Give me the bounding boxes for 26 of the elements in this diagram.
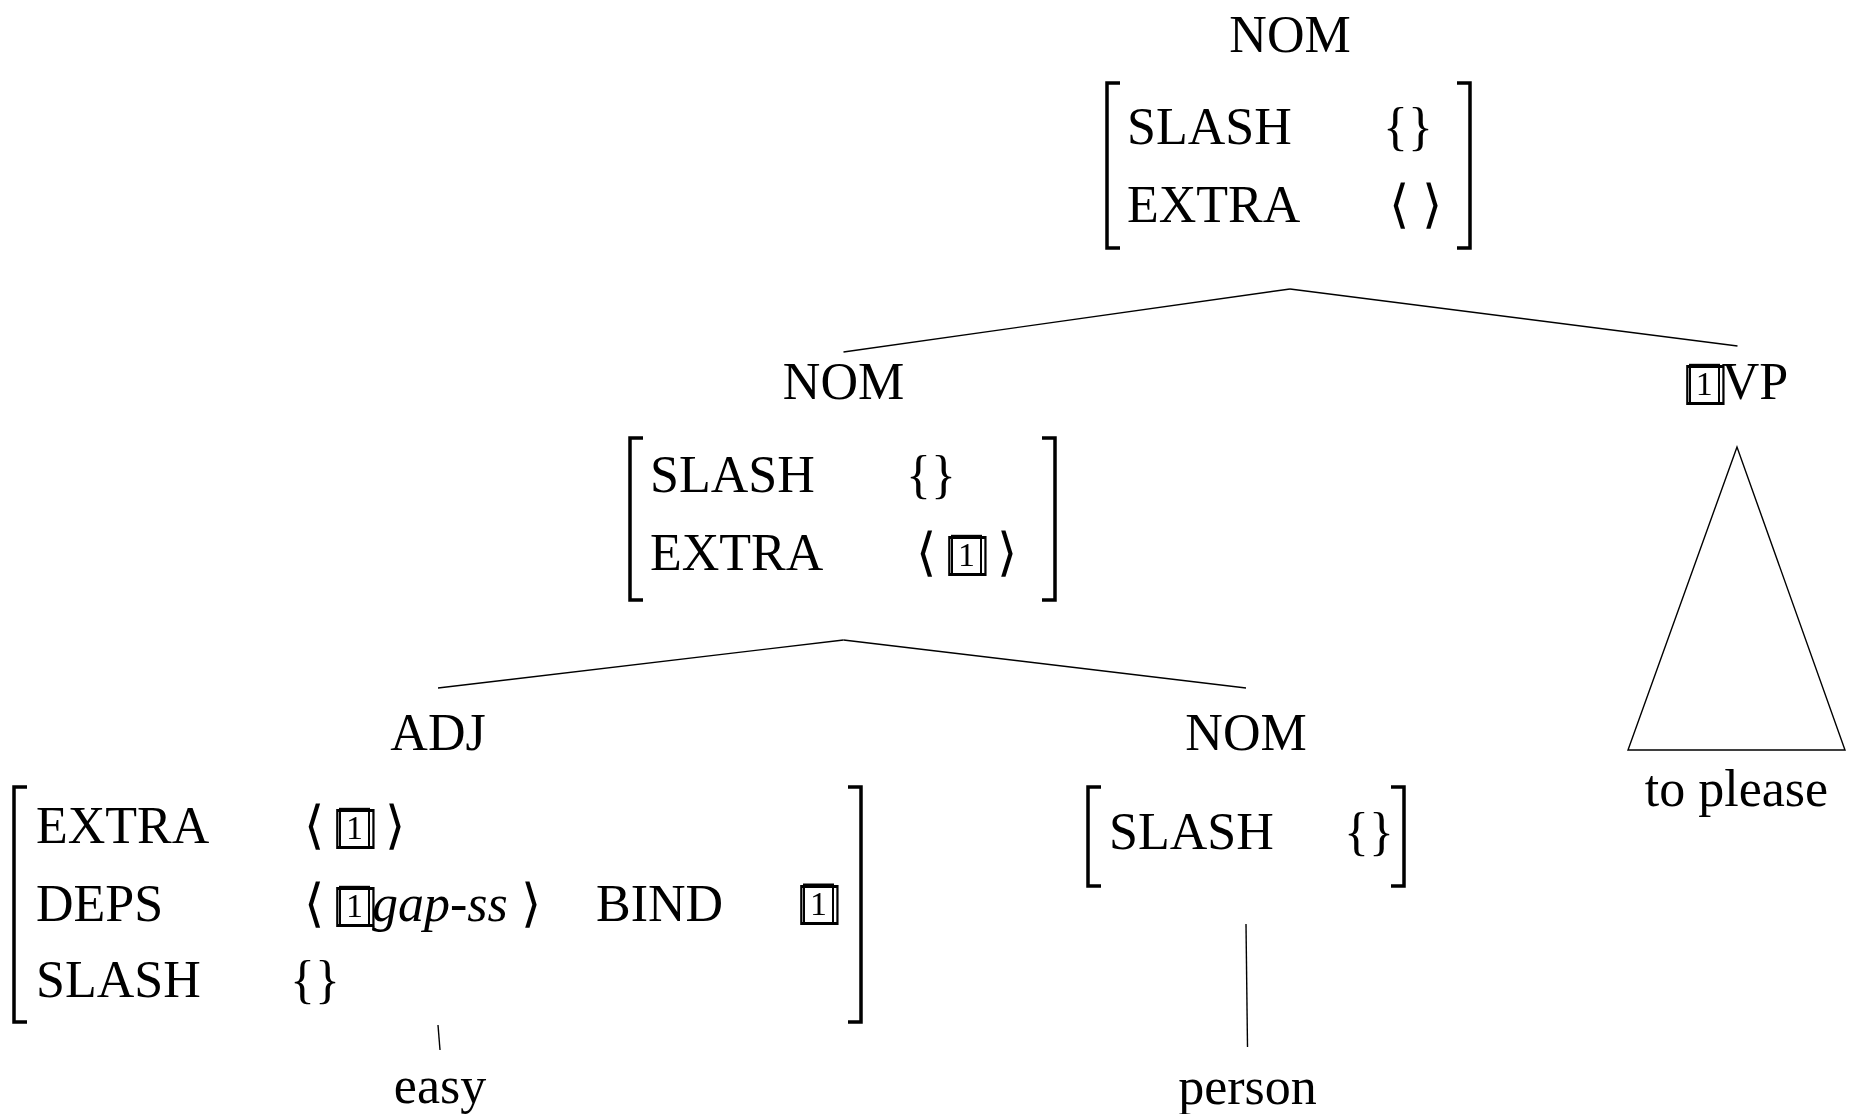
feature-value: {}	[1383, 96, 1433, 157]
category-label: NOM	[1228, 4, 1352, 65]
feature-value: {}	[1344, 801, 1394, 862]
feature-value: {}	[906, 444, 956, 505]
feature-name: DEPS	[36, 873, 164, 934]
feature-name: BIND	[596, 873, 724, 934]
category-label: NOM	[1184, 702, 1308, 763]
tree-branch	[842, 288, 1291, 353]
word-label: to please	[1643, 758, 1830, 819]
feature-name: EXTRA	[36, 795, 210, 856]
tree-branch	[437, 639, 845, 689]
tree-branch	[842, 639, 1247, 689]
feature-name: SLASH	[1109, 801, 1274, 862]
feature-value: {}	[290, 949, 340, 1010]
tree-branch	[1245, 923, 1249, 1048]
tree-branch	[437, 1024, 441, 1051]
feature-name: SLASH	[1127, 96, 1292, 157]
feature-name: EXTRA	[1127, 174, 1301, 235]
feature-name: SLASH	[36, 949, 201, 1010]
feature-name: EXTRA	[650, 522, 824, 583]
tree-branch	[1289, 288, 1739, 347]
feature-name: SLASH	[650, 444, 815, 505]
word-label: easy	[392, 1055, 488, 1114]
category-label: NOM	[781, 351, 906, 412]
feature-value: ⟨ ⟩	[1389, 174, 1442, 235]
category-label: ADJ	[389, 702, 487, 763]
